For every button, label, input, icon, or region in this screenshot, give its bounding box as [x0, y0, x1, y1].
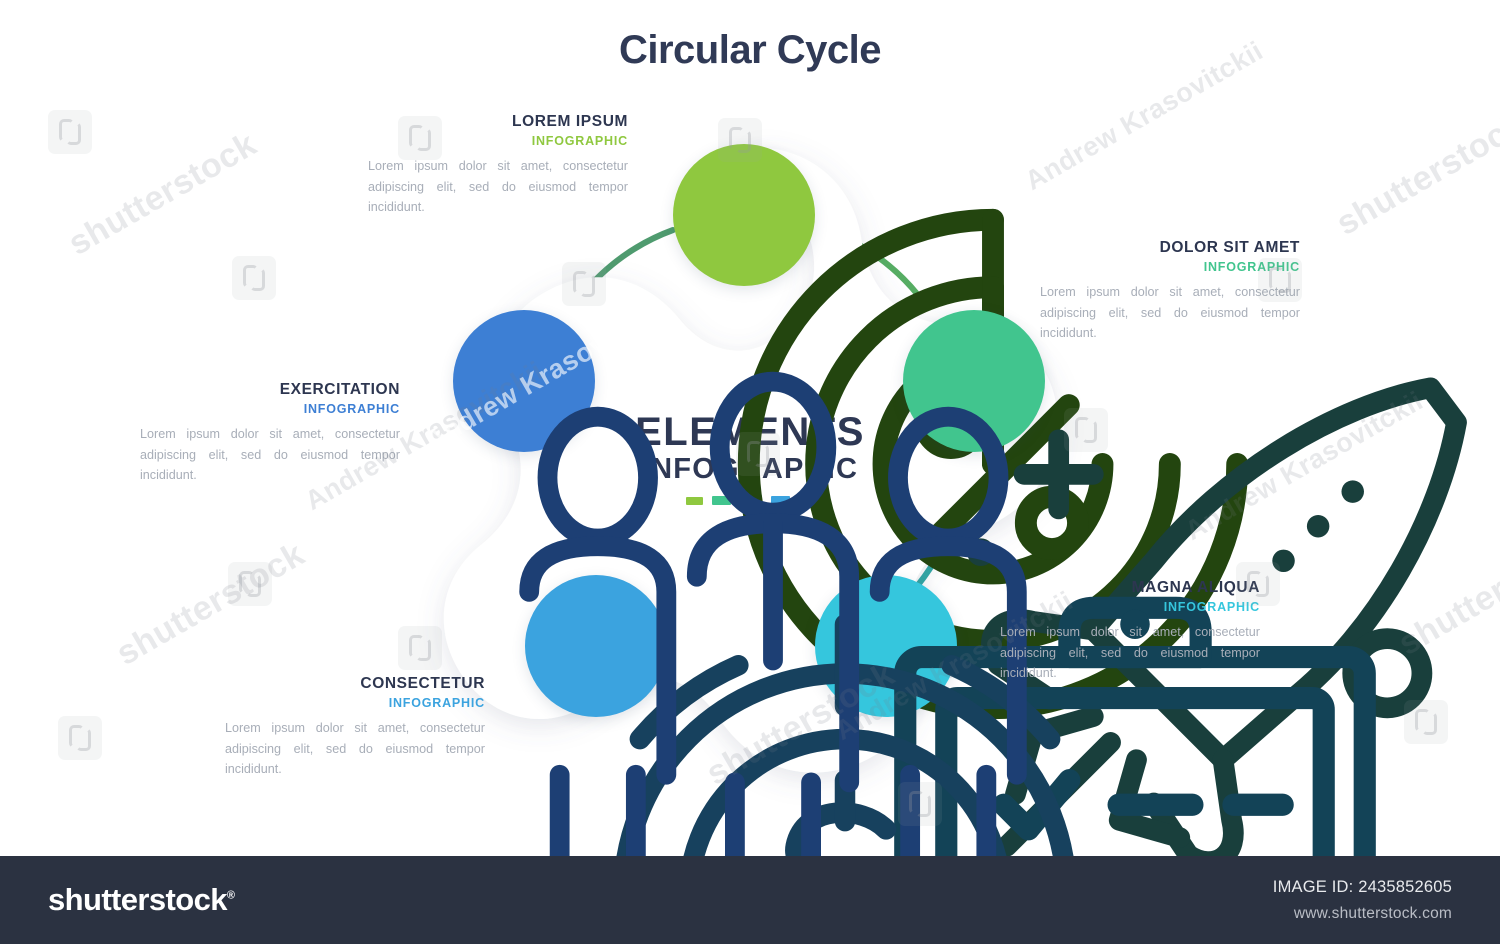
watermark-text-brand: shutterstock: [62, 124, 263, 263]
caption-exercitation: EXERCITATION INFOGRAPHIC Lorem ipsum dol…: [140, 380, 400, 486]
caption-dolor-sit-amet: DOLOR SIT AMET INFOGRAPHIC Lorem ipsum d…: [1040, 238, 1300, 344]
page-title: Circular Cycle: [618, 28, 882, 72]
website-url[interactable]: www.shutterstock.com: [1293, 904, 1452, 922]
caption-subtitle: INFOGRAPHIC: [303, 402, 400, 417]
clipboard-checklist-icon: [894, 596, 1376, 856]
watermark-text-brand: shutterstock: [1330, 104, 1500, 243]
caption-title: CONSECTETUR: [360, 675, 485, 692]
caption-body: Lorem ipsum dolor sit amet, consectetur …: [1000, 625, 1260, 681]
watermark-tile: [48, 110, 92, 154]
circular-cycle-diagram: ELEMENTS INFOGRAPHIC: [430, 120, 1467, 856]
footer-bar: shutterstock® IMAGE ID: 2435852605 www.s…: [0, 856, 1500, 944]
caption-body: Lorem ipsum dolor sit amet, consectetur …: [225, 721, 485, 777]
caption-body: Lorem ipsum dolor sit amet, consectetur …: [1040, 285, 1300, 341]
infographic-canvas: Circular Cycle ELEMENTS INFOG: [48, 28, 1500, 856]
caption-title: MAGNA ALIQUA: [1131, 579, 1260, 596]
registered-mark: ®: [226, 889, 235, 902]
caption-body: Lorem ipsum dolor sit amet, consectetur …: [140, 427, 400, 483]
shutterstock-logo: shutterstock®: [48, 882, 235, 918]
image-id-label: IMAGE ID: 2435852605: [1272, 877, 1452, 896]
caption-subtitle: INFOGRAPHIC: [531, 134, 628, 149]
watermark-tile: [232, 256, 276, 300]
caption-consectetur: CONSECTETUR INFOGRAPHIC Lorem ipsum dolo…: [225, 674, 485, 780]
node-exercitation[interactable]: [453, 310, 1027, 856]
caption-lorem-ipsum: LOREM IPSUM INFOGRAPHIC Lorem ipsum dolo…: [368, 112, 628, 218]
watermark-tile: [58, 716, 102, 760]
caption-magna-aliqua: MAGNA ALIQUA INFOGRAPHIC Lorem ipsum dol…: [1000, 578, 1260, 684]
watermark-tile: [228, 562, 272, 606]
caption-subtitle: INFOGRAPHIC: [1203, 260, 1300, 275]
node-lorem-ipsum[interactable]: [673, 144, 1249, 720]
caption-title: LOREM IPSUM: [512, 113, 628, 130]
three-people-icon: [519, 371, 1027, 856]
footer-meta: IMAGE ID: 2435852605 www.shutterstock.co…: [1273, 878, 1452, 923]
watermark-text-brand: shutterstock: [110, 534, 311, 673]
caption-body: Lorem ipsum dolor sit amet, consectetur …: [368, 159, 628, 215]
shutterstock-logo-text: shutterstock: [48, 882, 227, 917]
caption-title: DOLOR SIT AMET: [1159, 239, 1300, 256]
caption-subtitle: INFOGRAPHIC: [1163, 600, 1260, 615]
caption-subtitle: INFOGRAPHIC: [388, 696, 485, 711]
caption-title: EXERCITATION: [279, 381, 400, 398]
